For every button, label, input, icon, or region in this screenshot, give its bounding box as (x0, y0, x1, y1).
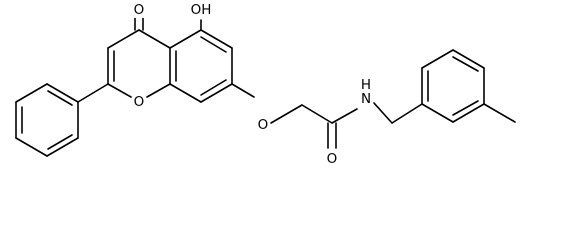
bond (200, 83, 233, 103)
bond (373, 102, 393, 124)
bond (169, 29, 202, 49)
bonds (15, 16, 516, 157)
bond (421, 49, 454, 69)
bond (452, 49, 485, 69)
bond (138, 29, 171, 49)
molecule-diagram: O OH O O N H O (15, 2, 516, 167)
bond (200, 36, 227, 53)
amide-nitrogen-label: N (361, 91, 371, 107)
bond (483, 103, 516, 123)
bond (270, 104, 303, 124)
bond (46, 83, 79, 103)
hydroxyl-label: OH (191, 2, 212, 18)
bond (231, 83, 255, 98)
bond (15, 83, 48, 103)
bond (47, 134, 73, 150)
atom-labels: O OH O O N H O (133, 2, 372, 167)
bond (46, 137, 79, 157)
bond (200, 29, 233, 49)
ring-oxygen-label: O (134, 94, 145, 110)
bond (452, 103, 485, 123)
amide-hydrogen-label: H (361, 77, 371, 93)
bond (452, 100, 479, 116)
bond (77, 83, 109, 103)
bond (107, 29, 140, 49)
bond (169, 83, 202, 103)
amide-oxygen-label: O (327, 151, 338, 167)
bond (47, 90, 73, 106)
bond (452, 56, 479, 72)
bond (301, 104, 333, 124)
bond (421, 103, 454, 123)
bond (200, 79, 227, 96)
bond (146, 83, 171, 98)
bond (331, 108, 358, 124)
ketone-oxygen-label: O (134, 2, 145, 18)
ether-oxygen-label: O (258, 117, 269, 133)
bond (15, 137, 48, 157)
bond (391, 103, 423, 124)
bond (107, 83, 132, 98)
